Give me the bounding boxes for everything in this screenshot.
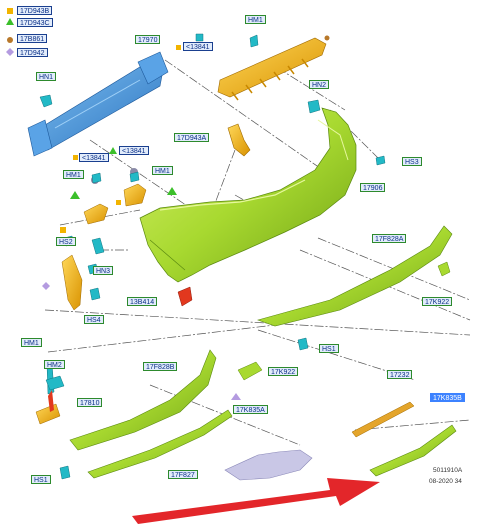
reinforcement-beam [27, 51, 169, 157]
diagram-code: 5011910A [433, 467, 463, 474]
moulding-17k835a [87, 409, 233, 479]
lower-valance-left [69, 349, 263, 451]
chrome-strip [351, 401, 415, 438]
callout-13841-mid[interactable]: <13841 [119, 146, 149, 155]
legend-square-icon [7, 8, 13, 14]
legend-label-17d943c[interactable]: 17D943C [17, 18, 53, 27]
side-trim-diamond [42, 282, 50, 290]
moulding-17k835b [369, 424, 457, 477]
diagram-date: 08-2020 34 [429, 478, 462, 485]
callout-hn1[interactable]: HN1 [36, 72, 57, 81]
callout-13841-top[interactable]: <13841 [183, 42, 213, 51]
callout-hs4[interactable]: HS4 [84, 315, 104, 324]
callout-17k922-top[interactable]: 17K922 [422, 297, 453, 306]
callout-hn3[interactable]: HN3 [93, 266, 114, 275]
callout-hm1-left[interactable]: HM1 [63, 170, 84, 179]
callout-hm1-mid[interactable]: HM1 [152, 166, 173, 175]
direction-arrow [132, 478, 380, 524]
callout-17970[interactable]: 17970 [135, 35, 161, 44]
legend-diamond-icon [6, 48, 14, 56]
parking-sensor [177, 286, 193, 307]
callout-17906[interactable]: 17906 [360, 183, 386, 192]
callout-hn2[interactable]: HN2 [309, 80, 330, 89]
insert-17f827 [224, 449, 313, 481]
callout-hs3[interactable]: HS3 [402, 157, 422, 166]
legend-label-17d942[interactable]: 17D942 [17, 48, 48, 57]
side-trim-left [61, 254, 83, 311]
callout-hs1-mid[interactable]: HS1 [319, 344, 339, 353]
callout-17232[interactable]: 17232 [387, 370, 413, 379]
callout-17k922-bottom[interactable]: 17K922 [268, 367, 299, 376]
callout-hm2[interactable]: HM2 [44, 360, 65, 369]
callout-13841-left[interactable]: <13841 [79, 153, 109, 162]
callout-17f828a[interactable]: 17F828A [372, 234, 407, 243]
callout-13b414[interactable]: 13B414 [127, 297, 158, 306]
bracket-17d943a [227, 123, 251, 157]
callout-17810[interactable]: 17810 [77, 398, 103, 407]
callout-markers [73, 45, 241, 400]
bumper-cover [139, 107, 357, 283]
callout-hm1-top[interactable]: HM1 [245, 15, 266, 24]
left-brackets [60, 168, 177, 233]
callout-17k835a[interactable]: 17K835A [233, 405, 268, 414]
callout-hm1-bottom[interactable]: HM1 [21, 338, 42, 347]
legend-circle-icon [7, 37, 13, 43]
callout-17k835b-highlighted[interactable]: 17K835B [430, 393, 465, 402]
leader-lines [44, 59, 471, 446]
legend-label-17b861[interactable]: 17B861 [17, 34, 48, 43]
bracket-17810 [35, 390, 61, 425]
energy-absorber [217, 35, 330, 101]
legend-triangle-icon [6, 18, 14, 25]
callout-17f828b[interactable]: 17F828B [143, 362, 178, 371]
callout-hs2[interactable]: HS2 [56, 237, 76, 246]
legend-label-17d943b[interactable]: 17D943B [17, 6, 53, 15]
legend-symbols [6, 8, 14, 56]
callout-hs1-bottom[interactable]: HS1 [31, 475, 51, 484]
callout-17f827[interactable]: 17F827 [168, 470, 198, 479]
lower-valance-right [257, 225, 453, 327]
callout-17d943a[interactable]: 17D943A [174, 133, 210, 142]
